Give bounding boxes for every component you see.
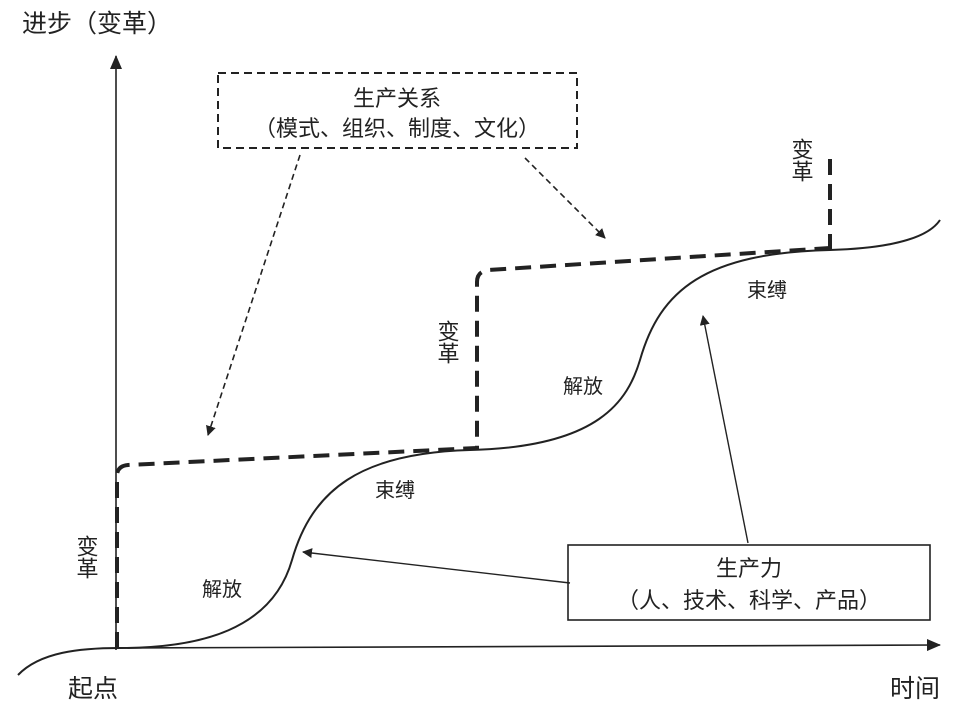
relations-box xyxy=(217,72,578,149)
bind-label-1: 束缚 xyxy=(375,478,415,502)
change-label-3: 变革 xyxy=(788,138,813,182)
svg-text:变革: 变革 xyxy=(73,535,98,579)
svg-text:变革: 变革 xyxy=(434,320,459,364)
bind-label-2: 束缚 xyxy=(747,278,787,302)
change-label-1: 变革 xyxy=(73,535,98,579)
relations-arrow-right xyxy=(524,157,606,239)
relations-subtitle: （模式、组织、制度、文化） xyxy=(254,117,540,142)
change-label-2: 变革 xyxy=(434,320,459,364)
relations-title: 生产关系 xyxy=(353,87,441,112)
liberate-label-2: 解放 xyxy=(563,374,603,398)
liberate-label-1: 解放 xyxy=(202,577,242,601)
relations-step-line xyxy=(115,246,831,648)
relations-arrow-left xyxy=(206,154,301,436)
svg-text:变革: 变革 xyxy=(788,138,813,182)
x-axis xyxy=(115,639,941,652)
origin-label: 起点 xyxy=(68,674,118,703)
y-axis-label: 进步（变革） xyxy=(22,9,172,38)
forces-subtitle: （人、技术、科学、产品） xyxy=(617,589,881,614)
forces-title: 生产力 xyxy=(716,557,782,582)
forces-arrow-up xyxy=(699,315,749,544)
forces-arrow-left xyxy=(302,548,571,584)
x-axis-label: 时间 xyxy=(890,674,940,703)
